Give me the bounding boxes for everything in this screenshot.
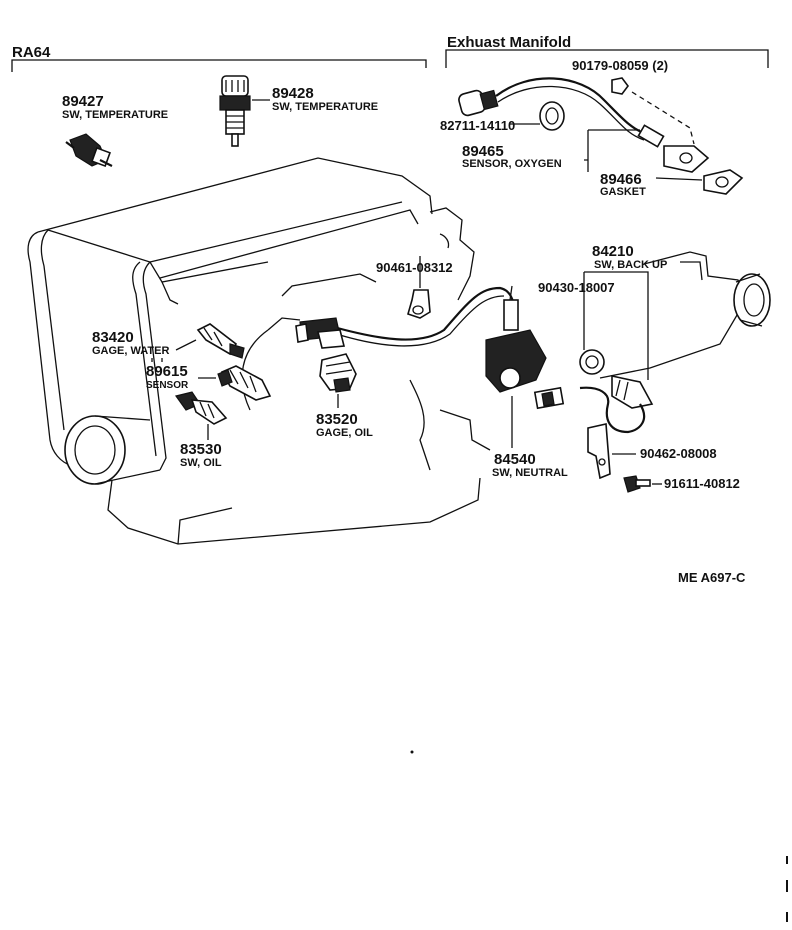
part-82711-grommet <box>539 101 565 131</box>
part-90462-clamp <box>587 423 611 480</box>
scan-edge-mark <box>786 912 788 922</box>
tick-marks-83420 <box>151 358 163 362</box>
scan-edge-mark <box>786 880 788 892</box>
part-90430-gasket-ring <box>579 349 605 375</box>
leader-83420 <box>175 339 197 351</box>
scan-speck <box>410 750 414 754</box>
part-number-89615: 89615 <box>146 363 188 380</box>
part-number-90430: 90430-18007 <box>538 280 615 295</box>
part-89615-sensor <box>217 365 272 401</box>
part-desc-84210: SW, BACK UP <box>594 259 667 271</box>
part-89427-sw-temperature <box>65 133 113 167</box>
part-84210-back-up-switch <box>533 375 654 434</box>
section-bracket-exhaust <box>445 49 769 68</box>
part-number-89428: 89428 <box>272 85 314 102</box>
part-number-83520: 83520 <box>316 411 358 428</box>
part-number-84540: 84540 <box>494 451 536 468</box>
part-number-90462: 90462-08008 <box>640 446 717 461</box>
section-title-ra64: RA64 <box>12 44 51 61</box>
part-desc-83520: GAGE, OIL <box>316 427 373 439</box>
part-desc-89465: SENSOR, OXYGEN <box>462 158 562 170</box>
part-83530-sw-oil <box>174 391 228 425</box>
part-desc-89428: SW, TEMPERATURE <box>272 101 378 113</box>
part-number-89465: 89465 <box>462 143 504 160</box>
part-number-89466: 89466 <box>600 171 642 188</box>
part-90461-clamp <box>407 289 431 319</box>
part-89466-gasket <box>703 169 744 195</box>
part-number-90179: 90179-08059 (2) <box>572 58 668 73</box>
part-number-83420: 83420 <box>92 329 134 346</box>
section-title-exhaust-manifold: Exhuast Manifold <box>447 34 571 51</box>
leader-89466 <box>655 177 703 181</box>
part-89465-oxygen-sensor <box>458 77 710 173</box>
part-desc-89427: SW, TEMPERATURE <box>62 109 168 121</box>
part-83520-gage-oil <box>319 353 357 393</box>
leader-84210 <box>583 271 649 380</box>
engine-block <box>27 157 771 545</box>
part-desc-89466: GASKET <box>600 186 646 198</box>
scan-edge-mark <box>786 856 788 864</box>
leader-89465 <box>584 129 640 172</box>
wiring-harness <box>295 286 516 349</box>
part-84540-neutral-switch <box>485 285 547 393</box>
part-desc-84540: SW, NEUTRAL <box>492 467 568 479</box>
section-bracket-ra64 <box>11 59 427 72</box>
part-number-83530: 83530 <box>180 441 222 458</box>
part-number-84210: 84210 <box>592 243 634 260</box>
part-83420-gage-water <box>196 323 245 359</box>
part-desc-83420: GAGE, WATER <box>92 345 169 357</box>
part-number-90461: 90461-08312 <box>376 260 453 275</box>
part-number-89427: 89427 <box>62 93 104 110</box>
part-91611-bolt <box>623 475 651 493</box>
leader-90179-dashed <box>631 91 695 145</box>
part-89428-sw-temperature <box>219 75 251 147</box>
figure-reference-code: ME A697-C <box>678 570 746 585</box>
part-90179-nut <box>611 77 629 95</box>
part-number-82711: 82711-14110 <box>440 118 515 133</box>
part-desc-83530: SW, OIL <box>180 457 222 469</box>
part-desc-89615: SENSOR <box>146 380 189 391</box>
part-number-91611: 91611-40812 <box>664 476 740 491</box>
